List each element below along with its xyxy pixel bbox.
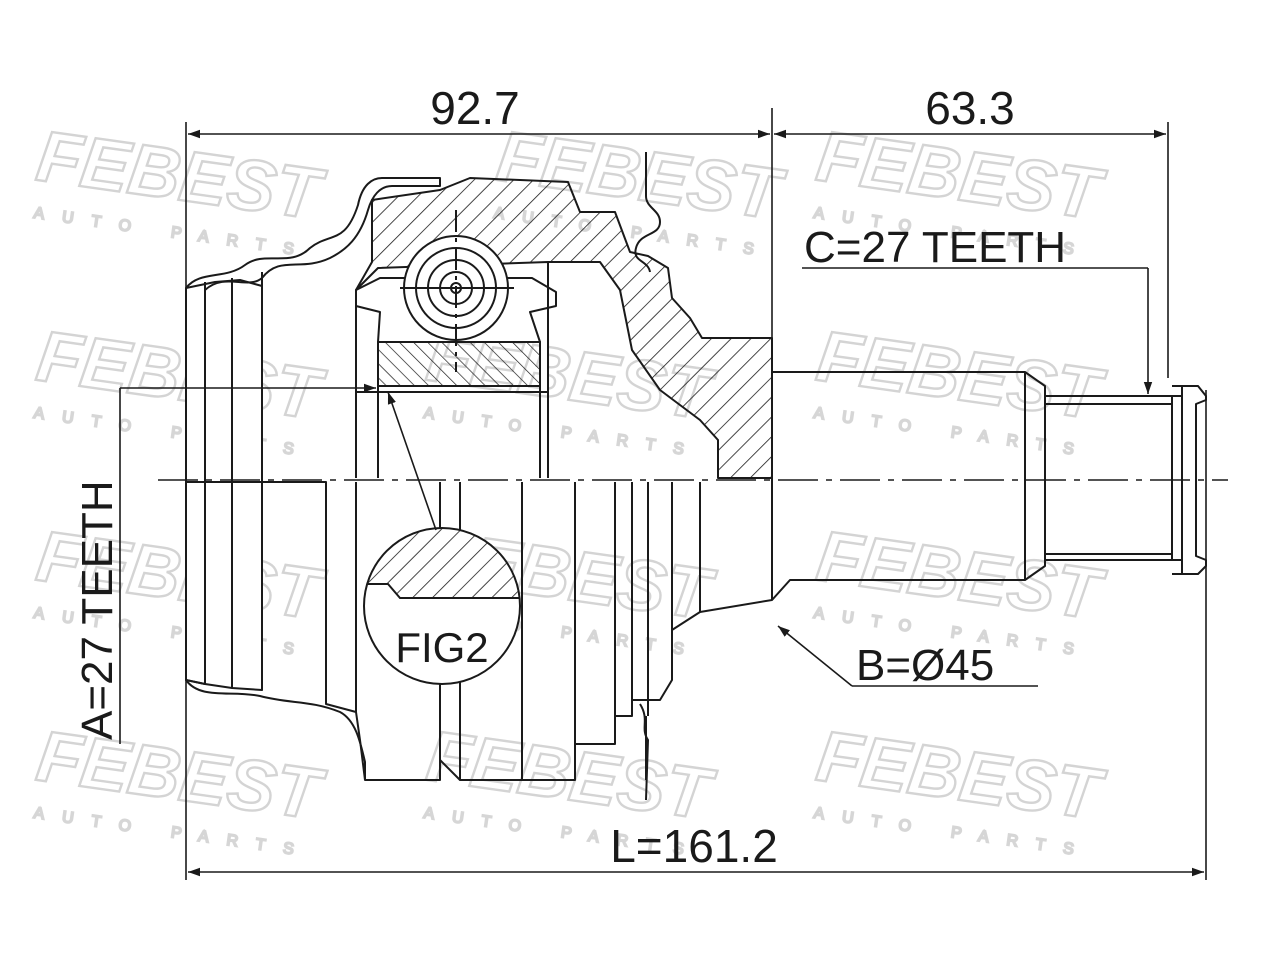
dim-housing-label: 92.7 — [430, 82, 520, 134]
tripod-cap — [355, 277, 557, 343]
shaft-tip — [1172, 385, 1207, 575]
total-length-label: L=161.2 — [610, 820, 778, 872]
fig2-detail — [363, 391, 521, 685]
spline-outer-label: C=27 TEETH — [804, 223, 1066, 272]
boot-top-band — [185, 177, 441, 291]
boot-outline — [185, 279, 263, 691]
dimensions — [119, 108, 1207, 880]
labels: 92.7 63.3 C=27 TEETH B=Ø45 L=161.2 FIG2 … — [73, 82, 1066, 872]
shaft-lower — [771, 559, 1182, 601]
b-leader-diag — [777, 625, 853, 687]
shaft-upper — [771, 338, 1182, 397]
fig2-leader — [387, 391, 437, 531]
tripod-roller-block — [377, 341, 541, 387]
dust-shield — [634, 152, 661, 273]
seal-diameter-label: B=Ø45 — [856, 641, 994, 690]
fig2-label: FIG2 — [395, 624, 488, 671]
part-outline — [185, 152, 1207, 801]
dim-shaft-label: 63.3 — [925, 82, 1015, 134]
boot-lower — [185, 679, 366, 780]
dust-shield-lower — [639, 703, 649, 801]
spline-inner-label: A=27 TEETH — [73, 480, 122, 740]
